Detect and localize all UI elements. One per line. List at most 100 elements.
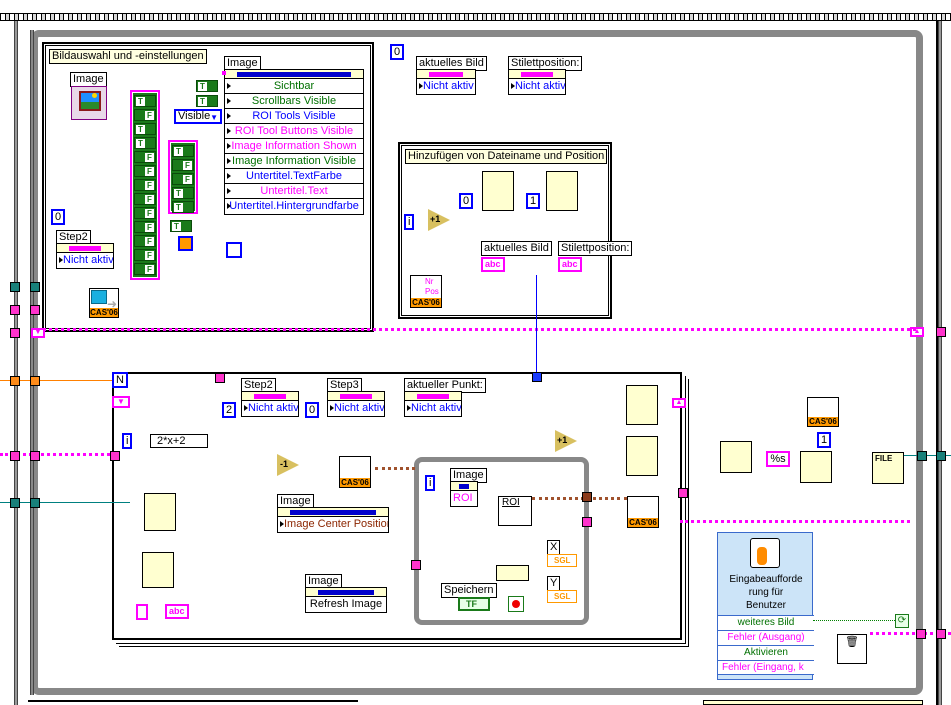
property-image-info-shown[interactable]: Image Information Shown — [225, 139, 363, 154]
cas-subvi-icon[interactable]: CAS'06 — [339, 456, 371, 488]
property-roi-tool-buttons-visible[interactable]: ROI Tool Buttons Visible — [225, 124, 363, 139]
property-image-info-visible[interactable]: Image Information Visible — [225, 154, 363, 169]
property-caption-bg-color[interactable]: Untertitel.Hintergrundfarbe — [225, 199, 363, 214]
bool-array-element[interactable]: F — [134, 109, 156, 121]
x-indicator[interactable]: SGL — [547, 554, 577, 567]
const-two[interactable]: 2 — [222, 402, 237, 418]
bool-array-element[interactable]: F — [134, 235, 156, 247]
bool-constant[interactable]: T — [196, 80, 218, 92]
format-string-constant[interactable]: %s — [766, 451, 790, 467]
bool-array-element[interactable]: T — [172, 187, 194, 199]
cas-subvi-icon[interactable]: CAS'06 — [627, 496, 659, 528]
bool-array-element[interactable]: F — [134, 221, 156, 233]
bool-array-element[interactable]: T — [134, 123, 156, 135]
array-subset-node[interactable] — [482, 171, 514, 211]
bool-constant[interactable]: T — [196, 95, 218, 107]
property-roi-tools-visible[interactable]: ROI Tools Visible — [225, 109, 363, 124]
file-ref-wire — [904, 455, 951, 456]
array-subset-node[interactable] — [626, 385, 658, 425]
step3-property-node[interactable]: Nicht aktiv — [327, 391, 385, 417]
array-subset-node[interactable] — [626, 436, 658, 476]
array-subset-node[interactable] — [720, 441, 752, 473]
tunnel — [30, 305, 40, 315]
property-sichtbar[interactable]: Sichtbar — [225, 79, 363, 94]
comment-label — [703, 700, 923, 705]
property-caption-text[interactable]: Untertitel.Text — [225, 184, 363, 199]
image-property-node[interactable]: Sichtbar Scrollbars Visible ROI Tools Vi… — [224, 69, 364, 215]
string-indicator[interactable]: abc — [165, 604, 189, 619]
sequence-film-strip — [0, 13, 951, 21]
aktueller-punkt-property-node[interactable]: Nicht aktiv — [404, 391, 462, 417]
string-indicator[interactable]: abc — [558, 257, 582, 272]
string-constant[interactable] — [136, 604, 148, 620]
cas-nr-pos-subvi[interactable]: Nr Pos CAS'06 — [410, 275, 442, 308]
array-subset-node[interactable] — [144, 493, 176, 531]
unbundle-node[interactable] — [496, 565, 529, 581]
y-indicator[interactable]: SGL — [547, 590, 577, 603]
bool-array-element[interactable]: F — [134, 207, 156, 219]
user-prompt-express-vi[interactable]: Eingabeaufforde rung für Benutzer weiter… — [717, 532, 814, 680]
property-caption-text-color[interactable]: Untertitel.TextFarbe — [225, 169, 363, 184]
bool-array-element[interactable]: F — [172, 159, 194, 171]
terminal-fehler-ausgang[interactable]: Fehler (Ausgang) — [718, 630, 814, 645]
tunnel — [10, 451, 20, 461]
refresh-image-invoke-node[interactable]: Refresh Image — [305, 587, 387, 613]
step2-label: Step2 — [241, 378, 276, 393]
string-indicator[interactable]: abc — [481, 257, 505, 272]
cas-subvi-icon[interactable]: ➜ CAS'06 — [89, 288, 119, 318]
tunnel — [936, 327, 946, 337]
const-zero[interactable]: 0 — [390, 44, 405, 60]
shift-register-right[interactable]: ▲ — [672, 398, 686, 408]
step2-property-node[interactable]: Nicht aktiv — [241, 391, 299, 417]
tunnel — [582, 517, 592, 527]
terminal-aktivieren[interactable]: Aktivieren — [718, 645, 814, 660]
step2-property-node[interactable]: Nicht aktiv — [56, 243, 114, 269]
loop-condition-icon[interactable]: ⟳ — [895, 614, 909, 628]
shift-register-right[interactable]: ▲ — [910, 327, 924, 337]
bool-array-element[interactable]: F — [134, 179, 156, 191]
bool-array-element[interactable]: T — [134, 95, 156, 107]
bool-array-element[interactable]: T — [172, 145, 194, 157]
shift-register-left[interactable]: ▼ — [31, 328, 45, 338]
stilett-property-node[interactable]: Nicht aktiv — [508, 69, 566, 95]
array-subset-node[interactable] — [546, 171, 578, 211]
terminal-weiteres-bild[interactable]: weiteres Bild — [718, 615, 814, 630]
const-zero[interactable]: 0 — [459, 193, 474, 209]
cas-subvi-icon[interactable]: CAS'06 — [807, 397, 839, 427]
color-constant-white[interactable] — [226, 242, 242, 258]
tunnel — [411, 560, 421, 570]
bool-array-element[interactable]: F — [134, 193, 156, 205]
color-constant-orange[interactable] — [178, 236, 193, 251]
const-one[interactable]: 1 — [526, 193, 541, 209]
terminal-fehler-eingang[interactable]: Fehler (Eingang, k — [718, 660, 814, 675]
stop-condition-icon[interactable] — [508, 596, 524, 612]
speichern-control[interactable]: TF — [458, 597, 490, 611]
visible-enum[interactable]: Visible▼ — [174, 109, 222, 124]
image-refnum-icon[interactable] — [71, 86, 107, 120]
const-zero[interactable]: 0 — [51, 209, 66, 225]
write-file-node[interactable]: FILE — [872, 452, 904, 484]
property-scrollbars-visible[interactable]: Scrollbars Visible — [225, 94, 363, 109]
increment-node[interactable] — [555, 430, 577, 452]
bool-constant[interactable]: T — [170, 220, 192, 232]
const-zero[interactable]: 0 — [305, 402, 320, 418]
bool-array-element[interactable]: T — [172, 201, 194, 213]
array-to-spreadsheet-node[interactable] — [800, 451, 832, 483]
aktuelles-bild-property-node[interactable]: Nicht aktiv — [416, 69, 476, 95]
roi-to-point-node[interactable]: ROI — [498, 496, 532, 526]
increment-node[interactable] — [428, 209, 450, 231]
shift-register-left[interactable]: ▼ — [112, 396, 130, 408]
decrement-node[interactable] — [277, 454, 299, 476]
bool-array-element[interactable]: T — [134, 137, 156, 149]
image-center-property-node[interactable]: Image Center Position — [277, 507, 389, 533]
bool-array-element[interactable]: F — [172, 173, 194, 185]
roi-property-node[interactable]: ROI — [450, 481, 478, 507]
bool-array-element[interactable]: F — [134, 165, 156, 177]
string-subset-node[interactable] — [142, 552, 174, 588]
bool-array-element[interactable]: F — [134, 151, 156, 163]
expression-node[interactable]: 2*x+2 — [150, 434, 208, 448]
bool-array-element[interactable]: F — [134, 249, 156, 261]
close-reference-node[interactable]: 🗑 — [837, 634, 867, 664]
bool-array-element[interactable]: F — [134, 263, 156, 275]
const-one[interactable]: 1 — [817, 432, 832, 448]
